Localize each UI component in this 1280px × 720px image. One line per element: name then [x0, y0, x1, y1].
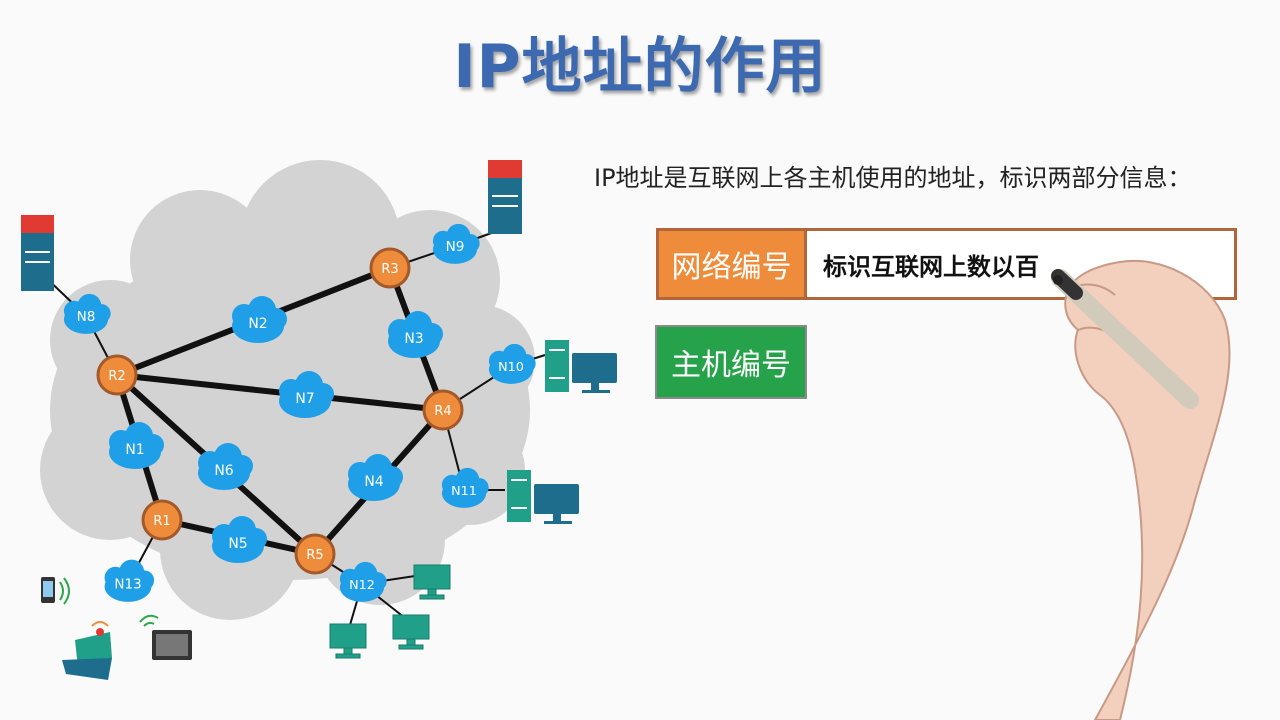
network-cloud-n8: N8: [63, 293, 111, 334]
monitor-icon: [413, 564, 451, 600]
network-label: N3: [404, 331, 423, 347]
network-label: N1: [125, 442, 144, 458]
network-label: N10: [498, 360, 524, 375]
network-cloud-n3: N3: [388, 311, 443, 358]
host-number-label: 主机编号: [655, 325, 807, 399]
network-number-value: 标识互联网上数以百: [823, 252, 1039, 281]
phone-icon: [41, 577, 70, 605]
page-title: IP地址的作用: [453, 32, 827, 102]
network-label: N9: [446, 239, 465, 255]
network-label: N2: [248, 316, 267, 332]
network-label: N4: [364, 474, 383, 490]
network-cloud-n12: N12: [339, 561, 387, 602]
network-cloud-n13: N13: [104, 559, 155, 602]
router-r1: R1: [141, 499, 183, 541]
network-label: N7: [295, 391, 314, 407]
network-cloud-n7: N7: [279, 371, 334, 418]
server-icon: [488, 160, 522, 234]
network-label: N8: [77, 309, 96, 325]
network-label: N12: [349, 578, 375, 593]
router-label: R4: [434, 404, 451, 419]
desktop-pc-icon: [507, 470, 579, 524]
router-label: R3: [381, 262, 398, 277]
intro-text: IP地址是互联网上各主机使用的地址，标识两部分信息：: [594, 164, 1192, 192]
router-r5: R5: [294, 533, 336, 575]
network-label: N6: [214, 463, 233, 479]
server-icon: [21, 215, 54, 291]
monitor-icon: [392, 614, 430, 650]
network-label: N5: [228, 536, 247, 552]
network-cloud-n2: N2: [232, 296, 287, 343]
laptop-icon: [62, 621, 112, 680]
network-cloud-n5: N5: [212, 516, 267, 563]
network-cloud-n6: N6: [198, 443, 253, 490]
network-label: N11: [451, 484, 477, 499]
router-r4: R4: [422, 389, 464, 431]
network-cloud-n10: N10: [488, 343, 536, 384]
router-label: R1: [153, 514, 170, 529]
network-cloud-n11: N11: [441, 467, 489, 508]
router-label: R5: [306, 548, 323, 563]
router-label: R2: [108, 369, 125, 384]
network-label: N13: [114, 576, 141, 592]
network-number-row: 网络编号 标识互联网上数以百: [656, 228, 1237, 300]
desktop-pc-icon: [545, 340, 617, 393]
monitor-icon: [329, 623, 367, 659]
network-cloud-n9: N9: [432, 223, 480, 264]
network-number-label: 网络编号: [659, 231, 807, 297]
host-number-row: 主机编号: [655, 325, 807, 399]
network-cloud-n4: N4: [348, 454, 403, 501]
tablet-icon: [139, 614, 192, 660]
network-cloud-n1: N1: [109, 422, 164, 469]
router-r2: R2: [96, 354, 138, 396]
router-r3: R3: [369, 247, 411, 289]
